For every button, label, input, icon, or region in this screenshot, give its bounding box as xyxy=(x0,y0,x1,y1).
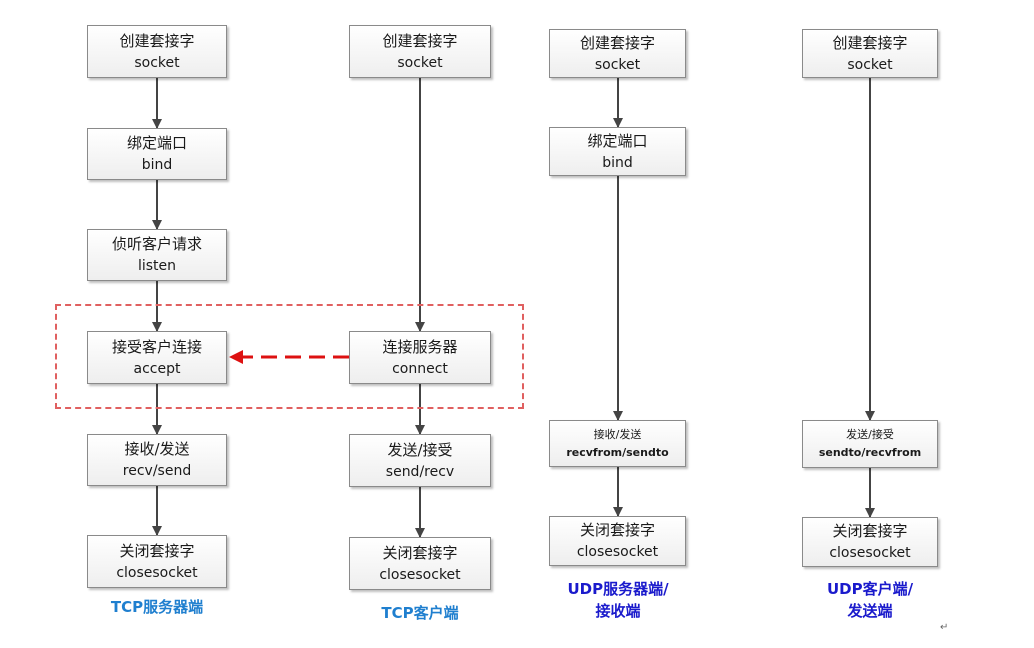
tcp-server-socket-en: socket xyxy=(134,54,180,71)
udp-client-caption-line1: UDP客户端/ xyxy=(826,580,914,598)
udp-server-recvfrom-cn: 接收/发送 xyxy=(593,427,642,441)
tcp-client-connect-box: 连接服务器 connect xyxy=(349,331,491,384)
tcp-server-close-box: 关闭套接字 closesocket xyxy=(87,535,227,588)
udp-server-close-box: 关闭套接字 closesocket xyxy=(549,516,686,566)
tcp-server-caption: TCP服务器端 xyxy=(110,598,204,616)
tcp-server-socket-cn: 创建套接字 xyxy=(119,31,195,50)
udp-server-caption-line2: 接收端 xyxy=(595,602,641,620)
tcp-client-send-recv-cn: 发送/接受 xyxy=(387,440,453,459)
udp-server-recvfrom-box: 接收/发送 recvfrom/sendto xyxy=(549,420,686,467)
udp-client-sendto-en: sendto/recvfrom xyxy=(818,446,922,459)
tcp-server-listen-cn: 侦听客户请求 xyxy=(111,235,202,253)
udp-client-sendto-box: 发送/接受 sendto/recvfrom xyxy=(802,420,938,468)
udp-server-bind-en: bind xyxy=(602,154,633,171)
tcp-client-close-cn: 关闭套接字 xyxy=(382,543,458,562)
tcp-server-recv-send-en: recv/send xyxy=(122,463,192,479)
tcp-client-connect-en: connect xyxy=(392,360,448,377)
udp-client-caption: UDP客户端/ 发送端 xyxy=(780,578,960,622)
tcp-server-socket-box: 创建套接字 socket xyxy=(87,25,227,78)
tcp-client-caption: TCP客户端 xyxy=(381,604,459,622)
udp-server-bind-box: 绑定端口 bind xyxy=(549,127,686,176)
tcp-server-accept-en: accept xyxy=(133,360,181,377)
udp-server-caption: UDP服务器端/ 接收端 xyxy=(528,578,708,622)
udp-server-socket-cn: 创建套接字 xyxy=(579,33,655,52)
tcp-server-close-cn: 关闭套接字 xyxy=(119,541,195,560)
tcp-server-listen-en: listen xyxy=(137,258,177,274)
udp-client-close-cn: 关闭套接字 xyxy=(832,522,908,540)
udp-server-recvfrom-en: recvfrom/sendto xyxy=(566,445,669,459)
udp-client-caption-line2: 发送端 xyxy=(847,602,893,620)
tcp-server-recv-send-box: 接收/发送 recv/send xyxy=(87,434,227,486)
tcp-server-bind-cn: 绑定端口 xyxy=(126,134,187,152)
udp-client-socket-box: 创建套接字 socket xyxy=(802,29,938,78)
tcp-client-connect-cn: 连接服务器 xyxy=(382,337,458,356)
udp-server-close-cn: 关闭套接字 xyxy=(579,521,655,539)
tcp-server-close-en: closesocket xyxy=(116,564,198,581)
tcp-client-close-en: closesocket xyxy=(379,566,461,583)
udp-server-socket-box: 创建套接字 socket xyxy=(549,29,686,78)
udp-client-sendto-cn: 发送/接受 xyxy=(846,428,894,441)
tcp-client-socket-box: 创建套接字 socket xyxy=(349,25,491,78)
tcp-server-bind-en: bind xyxy=(141,157,173,173)
tcp-client-socket-cn: 创建套接字 xyxy=(382,31,458,50)
udp-server-close-en: closesocket xyxy=(576,544,659,560)
udp-server-bind-cn: 绑定端口 xyxy=(587,131,648,150)
tcp-client-send-recv-box: 发送/接受 send/recv xyxy=(349,434,491,487)
tcp-client-send-recv-en: send/recv xyxy=(385,463,455,480)
tcp-server-recv-send-cn: 接收/发送 xyxy=(124,440,190,458)
udp-client-socket-en: socket xyxy=(847,56,893,73)
tcp-client-close-box: 关闭套接字 closesocket xyxy=(349,537,491,590)
tcp-client-socket-en: socket xyxy=(397,54,443,71)
udp-client-close-box: 关闭套接字 closesocket xyxy=(802,517,938,567)
connection-handshake-region xyxy=(55,304,524,409)
paragraph-mark: ↵ xyxy=(940,622,949,633)
tcp-server-accept-cn: 接受客户连接 xyxy=(111,337,202,356)
udp-server-socket-en: socket xyxy=(594,56,641,73)
udp-server-caption-line1: UDP服务器端/ xyxy=(567,580,669,598)
tcp-server-listen-box: 侦听客户请求 listen xyxy=(87,229,227,281)
udp-client-close-en: closesocket xyxy=(829,545,911,561)
tcp-server-bind-box: 绑定端口 bind xyxy=(87,128,227,180)
udp-client-socket-cn: 创建套接字 xyxy=(832,33,908,52)
tcp-server-accept-box: 接受客户连接 accept xyxy=(87,331,227,384)
